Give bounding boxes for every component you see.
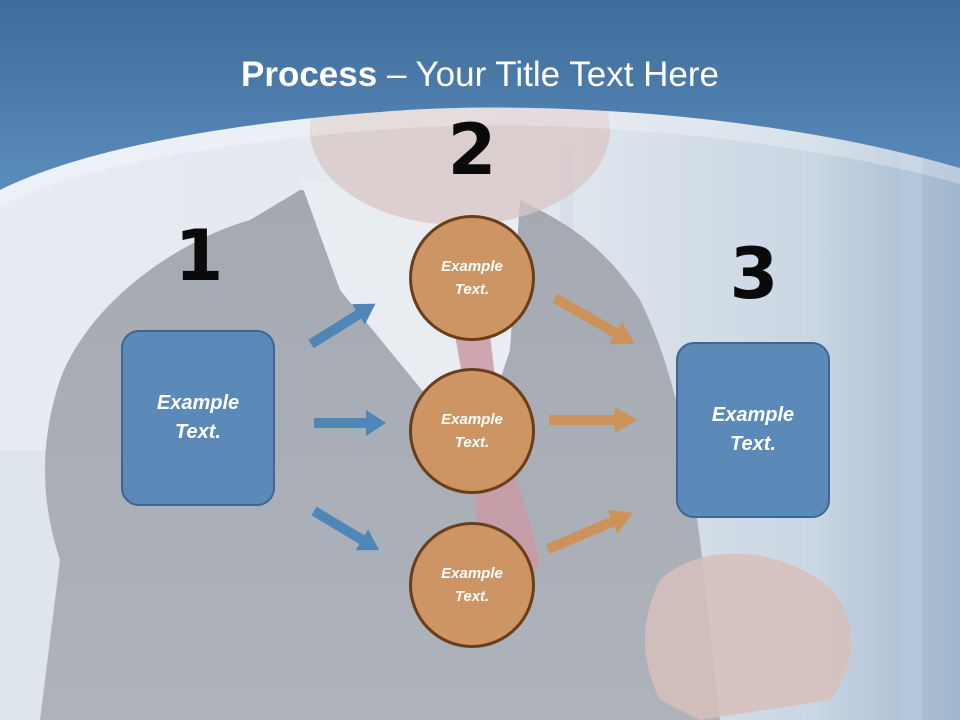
arrow-blue-straight [314, 410, 386, 436]
step-2-circle-3: Example Text. [409, 522, 535, 648]
step-1-line-2: Text. [175, 421, 221, 443]
circle-1-line-2: Text. [454, 281, 490, 298]
circle-1-text: Example Text. [441, 255, 503, 301]
circle-3-text: Example Text. [441, 562, 503, 608]
arrow-blue-up [308, 303, 376, 349]
step-1-box: Example Text. [121, 330, 275, 506]
step-3-text: Example Text. [712, 401, 794, 459]
arrow-orange-up [546, 509, 633, 554]
step-1-line-1: Example [156, 392, 240, 414]
step-3-box: Example Text. [676, 342, 830, 518]
circle-3-line-2: Text. [454, 588, 490, 605]
circle-2-line-1: Example [441, 411, 503, 428]
step-2-circle-2: Example Text. [409, 368, 535, 494]
title-rest: Your Title Text Here [415, 55, 720, 94]
title-strong: Process [241, 55, 378, 94]
step-3-line-1: Example [711, 404, 795, 426]
step-number-3: 3 [729, 233, 779, 315]
slide-title: Process – Your Title Text Here [0, 52, 960, 98]
circle-3-line-1: Example [441, 565, 503, 582]
step-number-1: 1 [174, 215, 224, 297]
circle-1-line-1: Example [441, 258, 503, 275]
circle-2-text: Example Text. [441, 408, 503, 454]
step-3-line-2: Text. [730, 433, 776, 455]
title-separator: – [377, 55, 416, 94]
step-1-text: Example Text. [157, 389, 239, 447]
arrow-orange-down [552, 293, 635, 345]
step-number-2: 2 [447, 109, 497, 191]
arrow-orange-straight [549, 407, 637, 433]
circle-2-line-2: Text. [454, 434, 490, 451]
arrow-blue-down [311, 506, 380, 551]
step-2-circle-1: Example Text. [409, 215, 535, 341]
